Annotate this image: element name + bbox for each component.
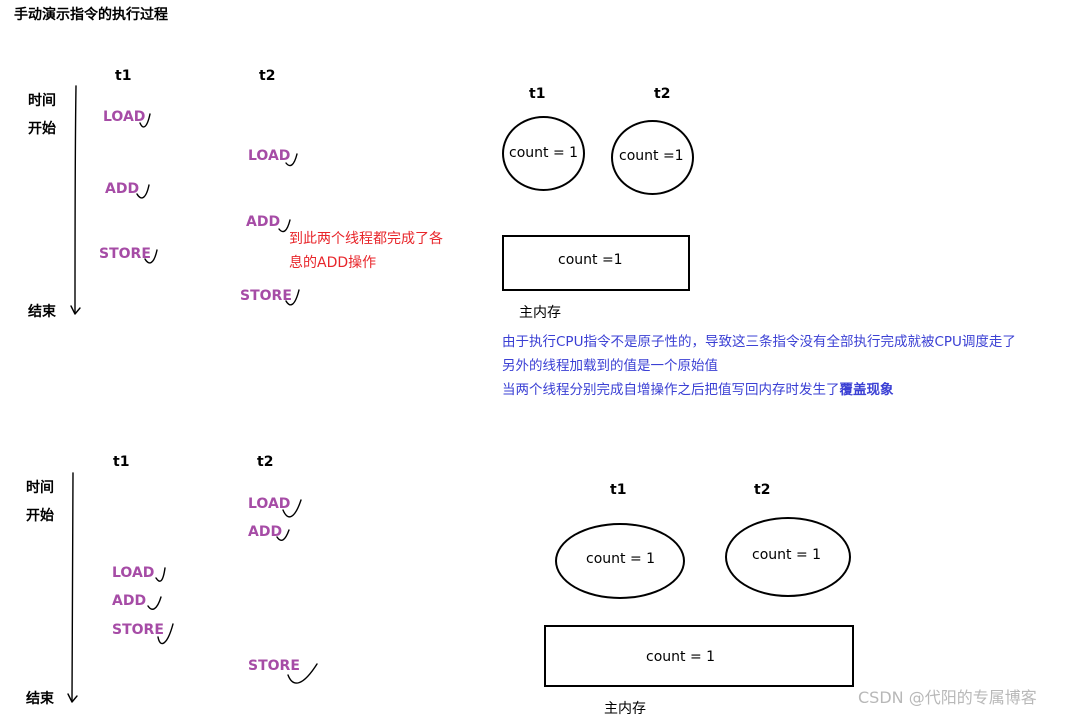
bottom-t2-store: STORE — [248, 658, 300, 674]
bottom-t2-count: count = 1 — [752, 547, 822, 563]
page-title: 手动演示指令的执行过程 — [14, 7, 168, 23]
top-diagram-t2-label: t2 — [654, 86, 671, 102]
check-icon — [147, 596, 162, 610]
top-memory-count: count =1 — [558, 252, 623, 268]
bottom-t2-add: ADD — [248, 524, 283, 540]
top-t1-store: STORE — [99, 246, 151, 262]
bottom-timeline-arrow — [71, 472, 74, 701]
top-t2-store: STORE — [240, 288, 292, 304]
bottom-memory-count: count = 1 — [646, 649, 716, 665]
top-note-line1: 到此两个线程都完成了各 — [289, 231, 443, 247]
bottom-memory-label: 主内存 — [604, 701, 646, 717]
bottom-t2-thread-bubble — [725, 517, 851, 597]
bottom-t2-load: LOAD — [248, 496, 291, 512]
bottom-t1-add: ADD — [112, 593, 147, 609]
top-main-memory-box — [502, 235, 690, 291]
top-t2-thread-bubble — [611, 120, 694, 195]
bottom-main-memory-box — [544, 625, 854, 687]
bottom-column-t1: t1 — [113, 454, 130, 470]
bottom-t1-load: LOAD — [112, 565, 155, 581]
bottom-t1-store: STORE — [112, 622, 164, 638]
bottom-t1-count: count = 1 — [586, 551, 656, 567]
top-explanation-line1: 由于执行CPU指令不是原子性的，导致这三条指令没有全部执行完成就被CPU调度走了 — [502, 334, 1016, 350]
top-memory-label: 主内存 — [519, 305, 561, 321]
bottom-time-label: 时间 — [26, 480, 54, 496]
bottom-diagram-t2-label: t2 — [754, 482, 771, 498]
top-t1-count: count = 1 — [509, 145, 579, 161]
top-column-t1: t1 — [115, 68, 132, 84]
top-timeline-arrowhead — [70, 305, 81, 315]
top-note-line2: 息的ADD操作 — [289, 255, 377, 271]
top-column-t2: t2 — [259, 68, 276, 84]
top-diagram-t1-label: t1 — [529, 86, 546, 102]
top-t1-add: ADD — [105, 181, 140, 197]
bottom-t1-thread-bubble — [555, 523, 685, 599]
top-explanation-line3-text: 当两个线程分别完成自增操作之后把值写回内存时发生了 — [502, 382, 840, 398]
bottom-diagram-t1-label: t1 — [610, 482, 627, 498]
top-explanation-overwrite-term: 覆盖现象 — [839, 382, 894, 398]
top-t1-thread-bubble — [502, 116, 585, 191]
top-t2-add: ADD — [246, 214, 281, 230]
watermark: CSDN @代阳的专属博客 — [858, 688, 1037, 707]
bottom-column-t2: t2 — [257, 454, 274, 470]
top-start-label: 开始 — [28, 121, 56, 137]
bottom-start-label: 开始 — [26, 508, 54, 524]
bottom-end-label: 结束 — [26, 691, 54, 707]
top-t1-load: LOAD — [103, 109, 146, 125]
top-time-label: 时间 — [28, 93, 56, 109]
check-icon — [155, 567, 166, 582]
top-timeline-arrow — [74, 85, 77, 313]
bottom-timeline-arrowhead — [67, 693, 78, 703]
top-t2-count: count =1 — [619, 148, 684, 164]
top-explanation-line2: 另外的线程加载到的值是一个原始值 — [502, 358, 718, 374]
top-end-label: 结束 — [28, 304, 56, 320]
top-t2-load: LOAD — [248, 148, 291, 164]
top-explanation-line3: 当两个线程分别完成自增操作之后把值写回内存时发生了覆盖现象 — [502, 378, 894, 402]
